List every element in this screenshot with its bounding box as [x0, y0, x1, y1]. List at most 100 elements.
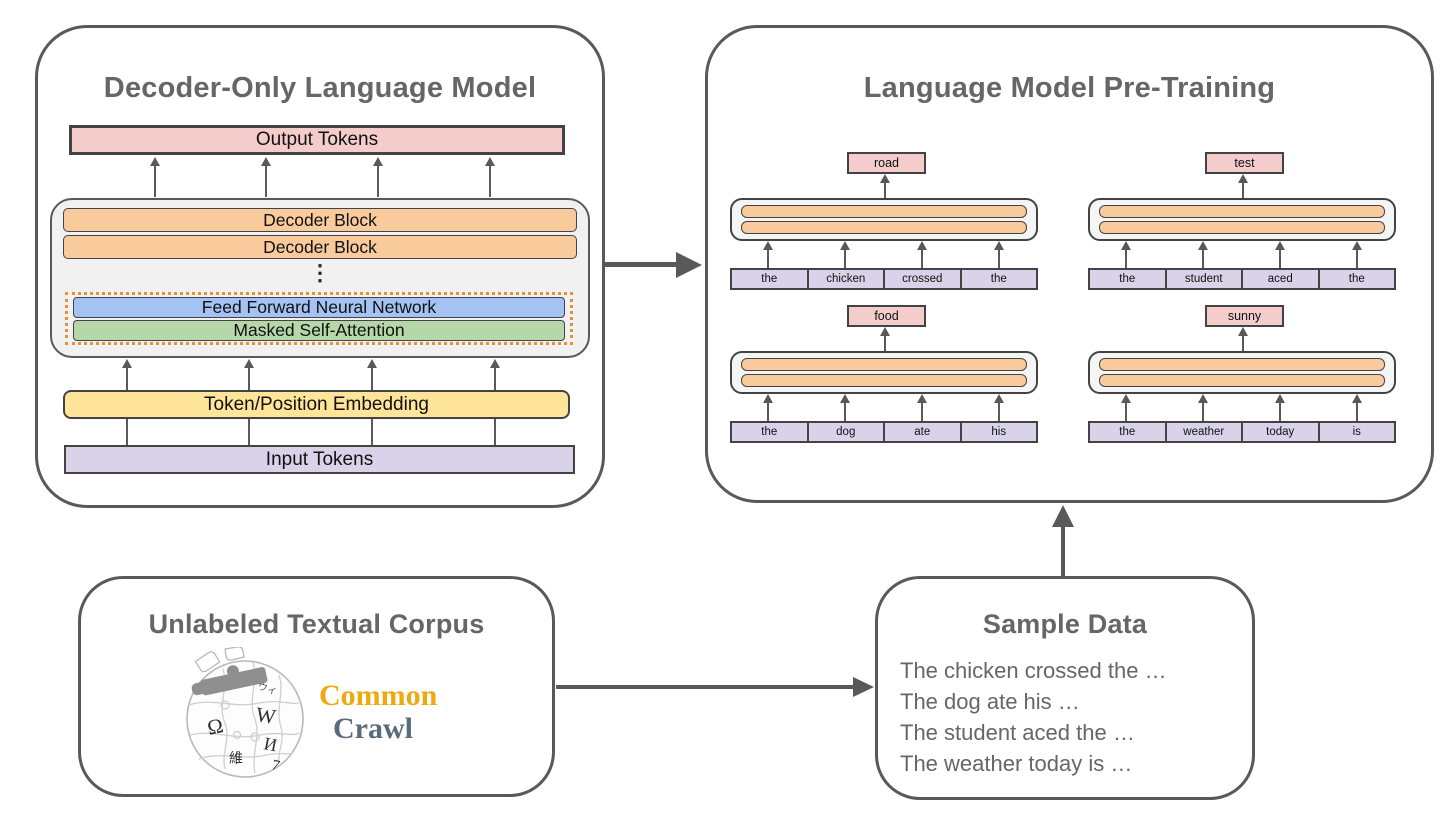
- mini-decoder-bar: [741, 374, 1027, 387]
- token-cell: aced: [1241, 268, 1320, 290]
- wikipedia-globe-icon: W Ω И 維 7 ウィ: [186, 647, 304, 778]
- decoder-model-panel: Decoder-Only Language Model Output Token…: [35, 25, 605, 508]
- token-cell: the: [730, 268, 809, 290]
- decoder-block-bar: Decoder Block: [63, 235, 577, 259]
- token-cell: crossed: [883, 268, 962, 290]
- up-arrow-icon: [1275, 394, 1285, 421]
- input-tokens-bar: Input Tokens: [64, 445, 575, 474]
- wiki-glyph-katakana: ウィ: [256, 680, 279, 697]
- up-arrow-icon: [244, 359, 254, 390]
- token-row: the dog ate his: [730, 421, 1038, 443]
- common-crawl-word-crawl: Crawl: [333, 712, 413, 745]
- corpus-panel: Unlabeled Textual Corpus W: [78, 576, 555, 797]
- decoder-block-bar: Decoder Block: [63, 208, 577, 232]
- pretraining-panel-title: Language Model Pre-Training: [863, 72, 1276, 104]
- up-arrow-icon: [763, 394, 773, 421]
- mini-decoder-container: [1088, 351, 1396, 394]
- up-arrow-icon: [1352, 241, 1362, 268]
- token-cell: the: [1317, 268, 1396, 290]
- up-arrow-icon: [840, 394, 850, 421]
- transformer-layer-dotted-box: Feed Forward Neural Network Masked Self-…: [65, 292, 573, 345]
- up-arrow-icon: [1198, 394, 1208, 421]
- mini-decoder-container: [730, 198, 1038, 241]
- up-arrow-icon: [1198, 241, 1208, 268]
- connector-line: [126, 419, 128, 445]
- predicted-token-box: food: [847, 305, 926, 327]
- token-cell: ate: [883, 421, 962, 443]
- up-arrow-icon: [880, 174, 890, 198]
- wiki-glyph-w: W: [254, 702, 278, 729]
- pretraining-example: road the chicken crossed the: [730, 152, 1038, 290]
- decoder-stack-container: Decoder Block Decoder Block ⋮ Feed Forwa…: [50, 198, 590, 358]
- token-cell: student: [1164, 268, 1243, 290]
- up-arrow-icon: [880, 327, 890, 351]
- predicted-token-box: sunny: [1205, 305, 1284, 327]
- up-arrow-icon: [994, 241, 1004, 268]
- output-tokens-bar: Output Tokens: [69, 125, 565, 155]
- up-arrow-icon: [1238, 174, 1248, 198]
- sample-line: The dog ate his …: [900, 689, 1080, 714]
- mini-decoder-bar: [741, 221, 1027, 234]
- mini-decoder-bar: [741, 358, 1027, 371]
- up-arrow-icon: [1238, 327, 1248, 351]
- token-cell: weather: [1164, 421, 1243, 443]
- pretraining-example: test the student aced the: [1088, 152, 1396, 290]
- arrow-line: [605, 262, 677, 267]
- up-arrow-icon: [367, 359, 377, 390]
- token-cell: dog: [806, 421, 885, 443]
- token-cell: the: [1088, 421, 1167, 443]
- feed-forward-bar: Feed Forward Neural Network: [73, 297, 565, 318]
- token-cell: the: [1088, 268, 1167, 290]
- up-arrow-icon: [917, 394, 927, 421]
- sample-line: The weather today is …: [900, 751, 1133, 776]
- up-arrow-icon: [763, 241, 773, 268]
- up-arrow-icon: [122, 359, 132, 390]
- pretraining-example: food the dog ate his: [730, 305, 1038, 443]
- predicted-token-box: test: [1205, 152, 1284, 174]
- wiki-glyph-omega: Ω: [205, 713, 225, 740]
- decoder-panel-title: Decoder-Only Language Model: [103, 72, 537, 104]
- arrow-head-icon: [853, 677, 874, 697]
- common-crawl-wordmark: Common Crawl: [319, 679, 437, 745]
- connector-line: [371, 419, 373, 445]
- up-arrow-icon: [840, 241, 850, 268]
- sample-line: The student aced the …: [900, 720, 1135, 745]
- mini-decoder-bar: [741, 205, 1027, 218]
- mini-decoder-bar: [1099, 205, 1385, 218]
- sample-lines: The chicken crossed the … The dog ate hi…: [900, 655, 1167, 779]
- predicted-token-box: road: [847, 152, 926, 174]
- up-arrow-icon: [490, 359, 500, 390]
- token-row: the student aced the: [1088, 268, 1396, 290]
- token-row: the chicken crossed the: [730, 268, 1038, 290]
- up-arrow-icon: [1121, 241, 1131, 268]
- arrow-line: [1061, 526, 1065, 576]
- up-arrow-icon: [1121, 394, 1131, 421]
- mini-decoder-container: [730, 351, 1038, 394]
- sample-line: The chicken crossed the …: [900, 658, 1167, 683]
- token-cell: the: [959, 268, 1038, 290]
- sample-panel-title: Sample Data: [982, 609, 1148, 639]
- token-row: the weather today is: [1088, 421, 1396, 443]
- pretraining-example: sunny the weather today is: [1088, 305, 1396, 443]
- mini-decoder-bar: [1099, 358, 1385, 371]
- token-cell: is: [1317, 421, 1396, 443]
- arrow-head-icon: [676, 252, 702, 278]
- embedding-bar: Token/Position Embedding: [63, 390, 570, 419]
- corpus-panel-title: Unlabeled Textual Corpus: [148, 609, 485, 639]
- arrow-head-icon: [1052, 505, 1074, 527]
- connector-line: [494, 419, 496, 445]
- mini-decoder-bar: [1099, 221, 1385, 234]
- wiki-glyph-i: И: [262, 733, 279, 755]
- up-arrow-icon: [1275, 241, 1285, 268]
- up-arrow-icon: [373, 157, 383, 197]
- masked-self-attention-bar: Masked Self-Attention: [73, 320, 565, 341]
- up-arrow-icon: [1352, 394, 1362, 421]
- up-arrow-icon: [485, 157, 495, 197]
- up-arrow-icon: [261, 157, 271, 197]
- wiki-glyph-seven: 7: [270, 757, 282, 774]
- pretraining-panel: Language Model Pre-Training road the chi…: [705, 25, 1434, 503]
- wiki-glyph-cjk: 維: [229, 751, 243, 767]
- connector-line: [248, 419, 250, 445]
- token-cell: his: [959, 421, 1038, 443]
- up-arrow-icon: [917, 241, 927, 268]
